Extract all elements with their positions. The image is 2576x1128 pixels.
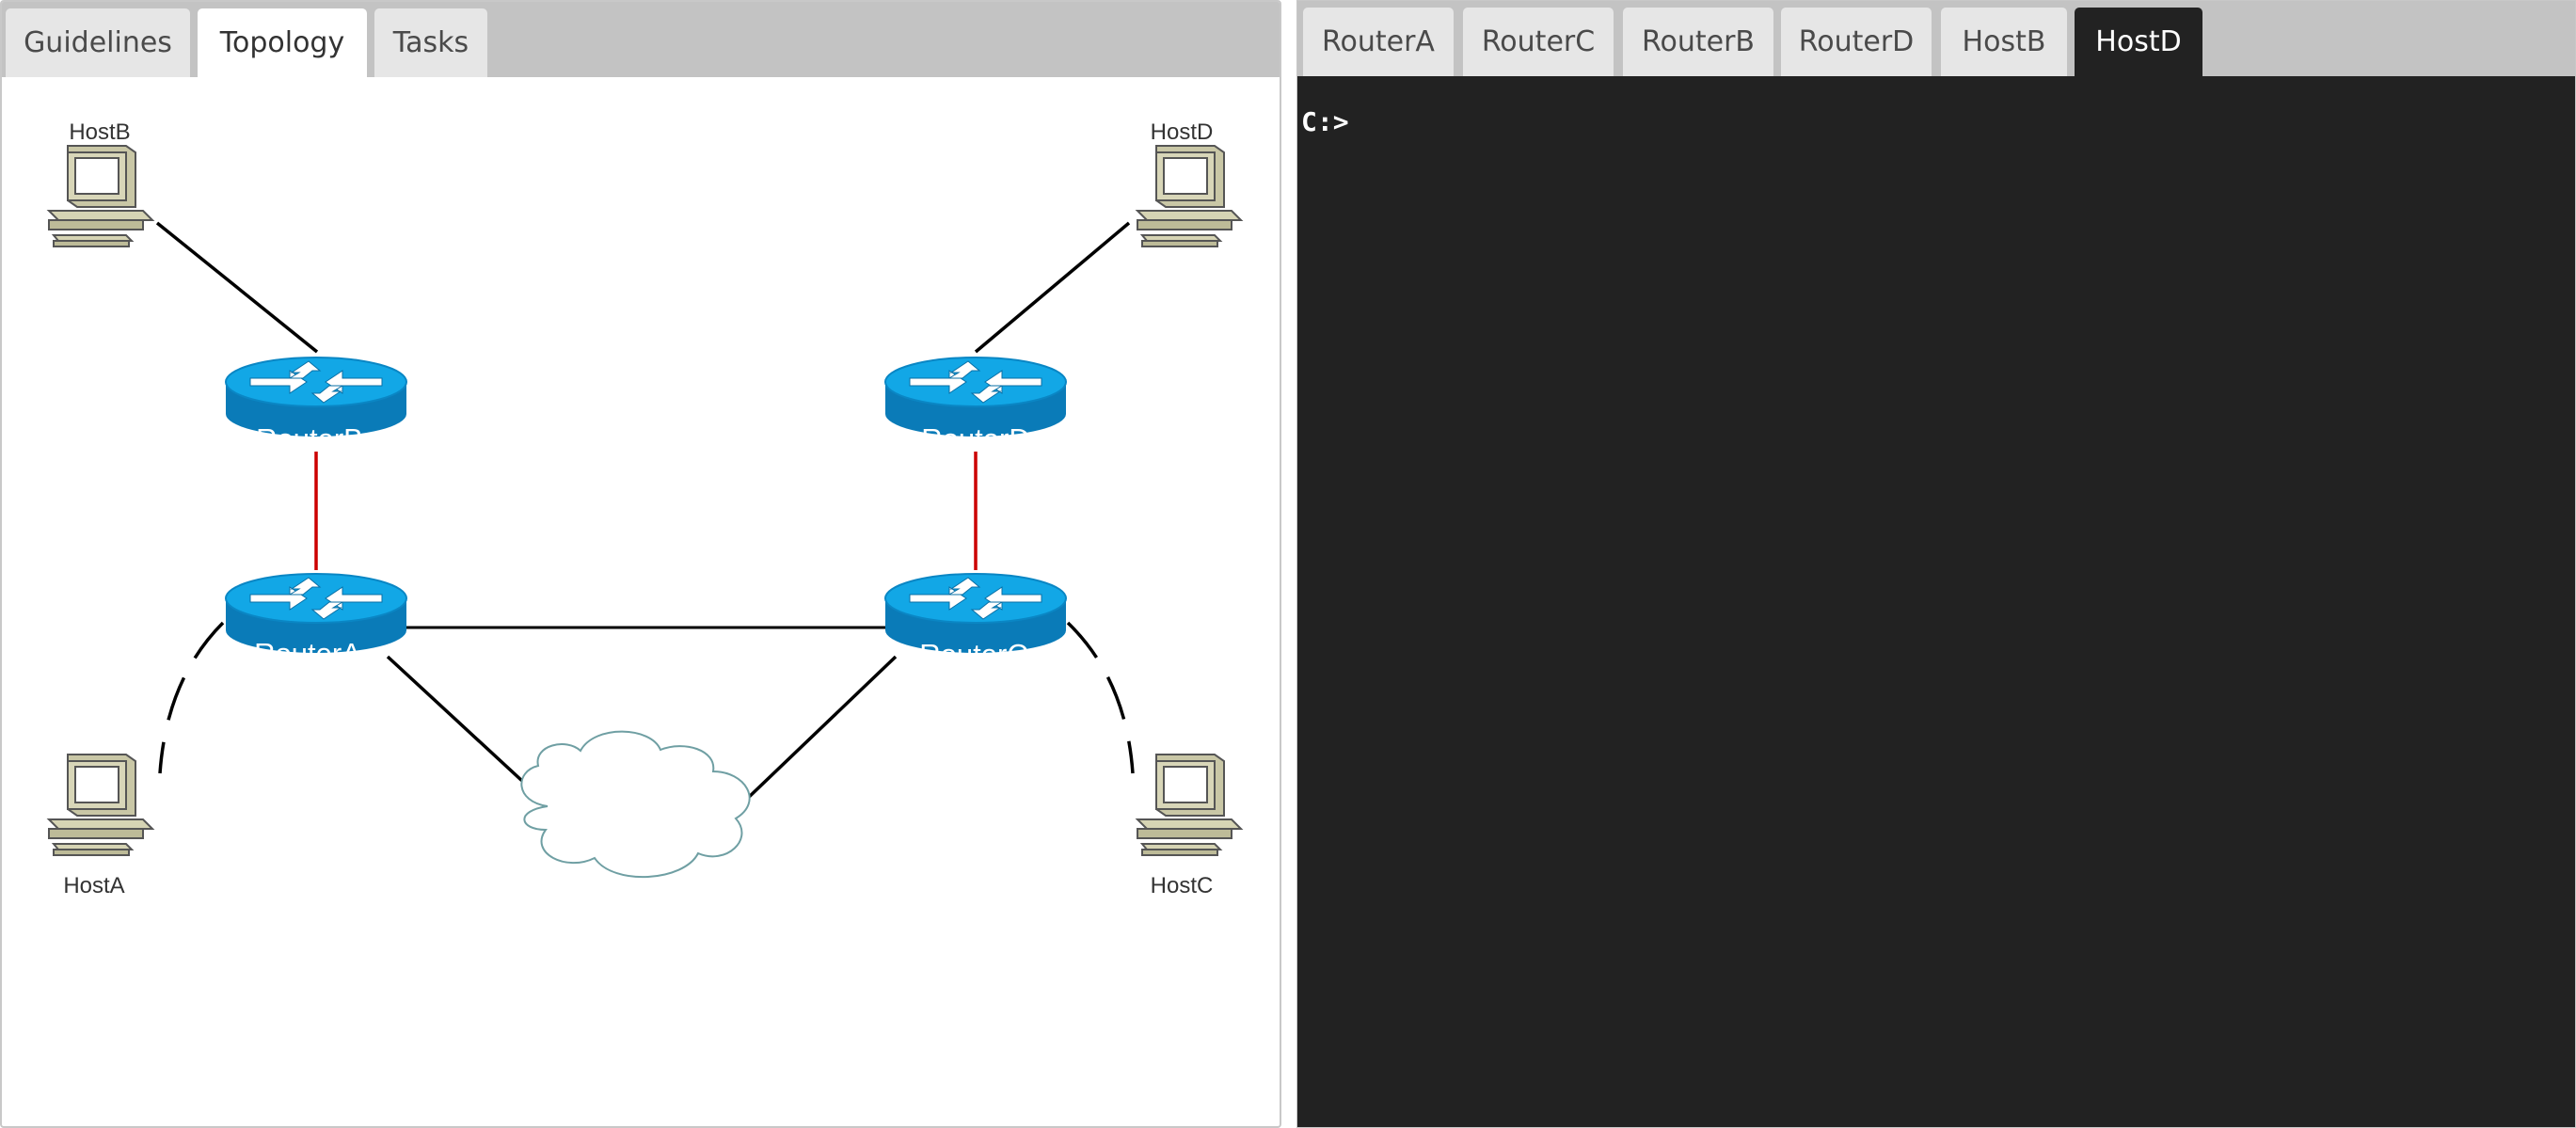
router-c-label: RouterC [919, 638, 1027, 671]
device-tab-bar: RouterA RouterC RouterB RouterD HostB Ho… [1297, 1, 2575, 76]
router-a-label: RouterA [254, 637, 361, 670]
tab-hostb[interactable]: HostB [1941, 8, 2067, 76]
router-b-label: RouterB [256, 422, 363, 455]
tab-tasks[interactable]: Tasks [374, 8, 487, 77]
link-routera-cloud [386, 655, 549, 806]
tab-guidelines[interactable]: Guidelines [6, 8, 190, 77]
tab-hostd[interactable]: HostD [2075, 8, 2202, 76]
host-d-label: HostD [1151, 119, 1214, 145]
tab-routera[interactable]: RouterA [1303, 8, 1454, 76]
host-b-label: HostB [69, 119, 130, 145]
topology-panel: Guidelines Topology Tasks [0, 0, 1281, 1128]
host-a-label: HostA [63, 873, 124, 898]
topology-diagram: RouterB RouterD RouterA RouterC HostB Ho… [48, 119, 1242, 898]
host-b-icon[interactable] [48, 145, 153, 247]
host-d-icon[interactable] [1137, 145, 1242, 247]
cloud-icon [520, 730, 751, 879]
tab-routerd[interactable]: RouterD [1781, 8, 1932, 76]
link-hostb-routerb [155, 221, 319, 354]
link-hostd-routerd [974, 221, 1131, 354]
host-a-icon[interactable] [48, 754, 153, 856]
host-c-label: HostC [1151, 873, 1214, 898]
tab-routerc[interactable]: RouterC [1463, 8, 1614, 76]
tab-topology[interactable]: Topology [198, 8, 367, 77]
link-hosta-routera [158, 621, 225, 774]
terminal-console[interactable]: C:> [1301, 106, 1349, 137]
router-d-label: RouterD [921, 422, 1029, 455]
console-panel: RouterA RouterC RouterB RouterD HostB Ho… [1296, 0, 2576, 1128]
left-tab-bar: Guidelines Topology Tasks [2, 2, 1280, 77]
host-c-icon[interactable] [1137, 754, 1242, 856]
link-hostc-routerc [1066, 621, 1135, 774]
link-routerc-cloud [743, 655, 898, 802]
terminal-prompt: C:> [1301, 106, 1349, 137]
tab-routerb[interactable]: RouterB [1623, 8, 1773, 76]
